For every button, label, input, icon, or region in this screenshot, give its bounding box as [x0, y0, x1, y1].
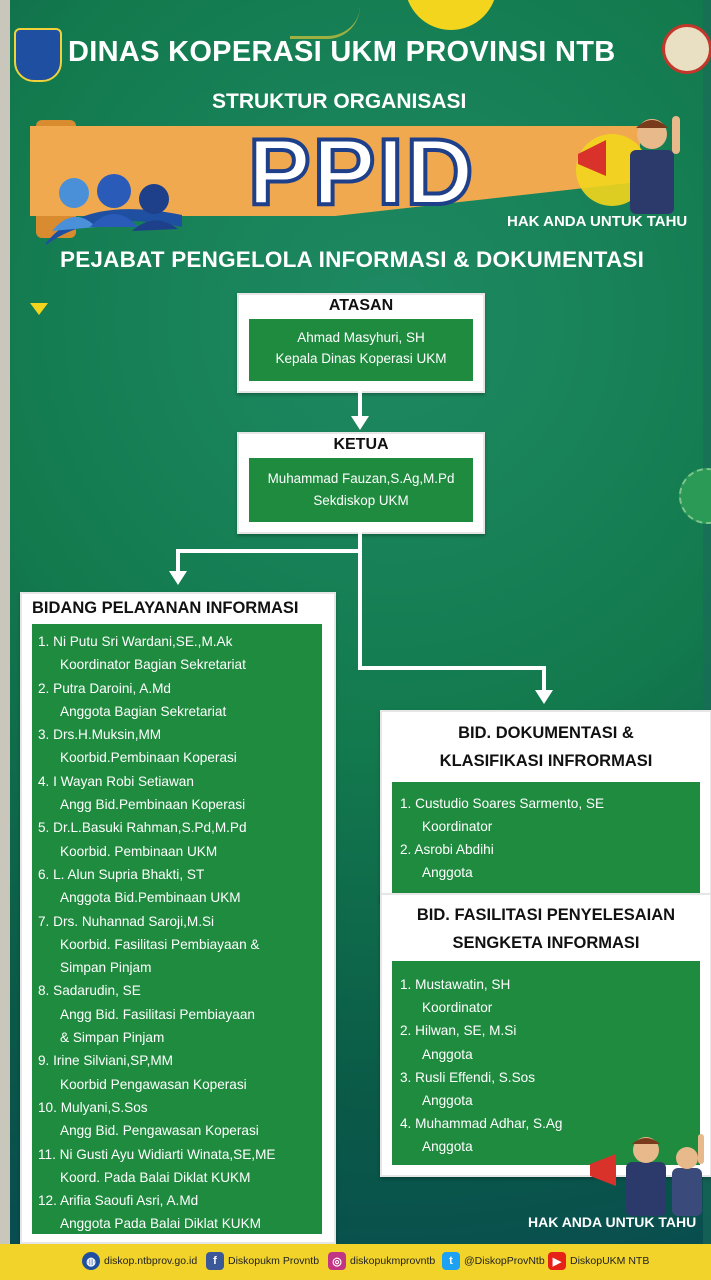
atasan-role: Kepala Dinas Koperasi UKM: [275, 351, 447, 366]
dokumentasi-box: BID. DOKUMENTASI & KLASIFIKASI INFRORMAS…: [380, 710, 711, 902]
megaphone-speaker-icon: [590, 1134, 704, 1216]
connector-dokumentasi-drop: [542, 666, 546, 690]
instagram-icon: ◎: [328, 1252, 346, 1270]
decor-curve: [290, 6, 360, 39]
tagline-bottom: HAK ANDA UNTUK TAHU: [528, 1214, 697, 1230]
ketua-title: KETUA: [333, 436, 389, 453]
twitter-bird-icon: t: [442, 1252, 460, 1270]
atasan-info: Ahmad Masyhuri, SH Kepala Dinas Koperasi…: [249, 319, 473, 381]
footer-twitter[interactable]: t @DiskopProvNtb: [442, 1252, 545, 1270]
page-subtitle: STRUKTUR ORGANISASI: [212, 90, 467, 113]
youtube-play-icon: ▶: [548, 1252, 566, 1270]
board-edge-right: [703, 0, 711, 1280]
arrow-down-icon: [535, 690, 553, 704]
decor-yellow-triangle: [30, 303, 48, 315]
footer-instagram[interactable]: ◎ diskopukmprovntb: [328, 1252, 435, 1270]
tagline-top: HAK ANDA UNTUK TAHU: [507, 213, 688, 230]
globe-icon: ◍: [82, 1252, 100, 1270]
facebook-icon: f: [206, 1252, 224, 1270]
pelayanan-box: BIDANG PELAYANAN INFORMASI 1. Ni Putu Sr…: [20, 592, 336, 1244]
atasan-name: Ahmad Masyhuri, SH: [297, 330, 425, 345]
fasilitasi-box: BID. FASILITASI PENYELESAIAN SENGKETA IN…: [380, 893, 711, 1177]
board-edge-left: [0, 0, 10, 1280]
connector-ketua-trunk: [358, 530, 362, 668]
ntb-province-logo-icon: [14, 28, 62, 82]
atasan-box: ATASAN Ahmad Masyhuri, SH Kepala Dinas K…: [237, 293, 485, 393]
decor-yellow-circle: [405, 0, 497, 30]
footer-youtube[interactable]: ▶ DiskopUKM NTB: [548, 1252, 649, 1270]
ketua-info: Muhammad Fauzan,S.Ag,M.Pd Sekdiskop UKM: [249, 458, 473, 522]
social-footer: [0, 1244, 711, 1280]
decor-green-circle: [679, 468, 711, 524]
ketua-role: Sekdiskop UKM: [313, 493, 409, 508]
atasan-title: ATASAN: [328, 297, 394, 314]
connector-pelayanan-drop: [176, 549, 180, 571]
ketua-box: KETUA Muhammad Fauzan,S.Ag,M.Pd Sekdisko…: [237, 432, 485, 534]
arrow-down-icon: [169, 571, 187, 585]
ketua-name: Muhammad Fauzan,S.Ag,M.Pd: [267, 471, 455, 486]
arrow-down-icon: [351, 416, 369, 430]
connector-to-pelayanan: [176, 549, 360, 553]
dokumentasi-title: BID. DOKUMENTASI & KLASIFIKASI INFRORMAS…: [439, 724, 653, 770]
koperasi-emblem-icon: [662, 24, 711, 74]
org-name: DINAS KOPERASI UKM PROVINSI NTB: [68, 36, 616, 68]
connector-to-dokumentasi: [358, 666, 546, 670]
fasilitasi-title: BID. FASILITASI PENYELESAIAN SENGKETA IN…: [416, 906, 676, 952]
ppid-full-name: PEJABAT PENGELOLA INFORMASI & DOKUMENTAS…: [60, 247, 645, 272]
ppid-acronym: PPID: [246, 119, 476, 224]
pelayanan-title: BIDANG PELAYANAN INFORMASI: [32, 599, 299, 617]
footer-website[interactable]: ◍ diskop.ntbprov.go.id: [82, 1252, 197, 1270]
megaphone-speaker-icon: [576, 116, 680, 214]
connector-atasan-ketua: [358, 389, 362, 417]
footer-facebook[interactable]: f Diskopukm Provntb: [206, 1252, 319, 1270]
people-group-icon: [46, 174, 182, 245]
